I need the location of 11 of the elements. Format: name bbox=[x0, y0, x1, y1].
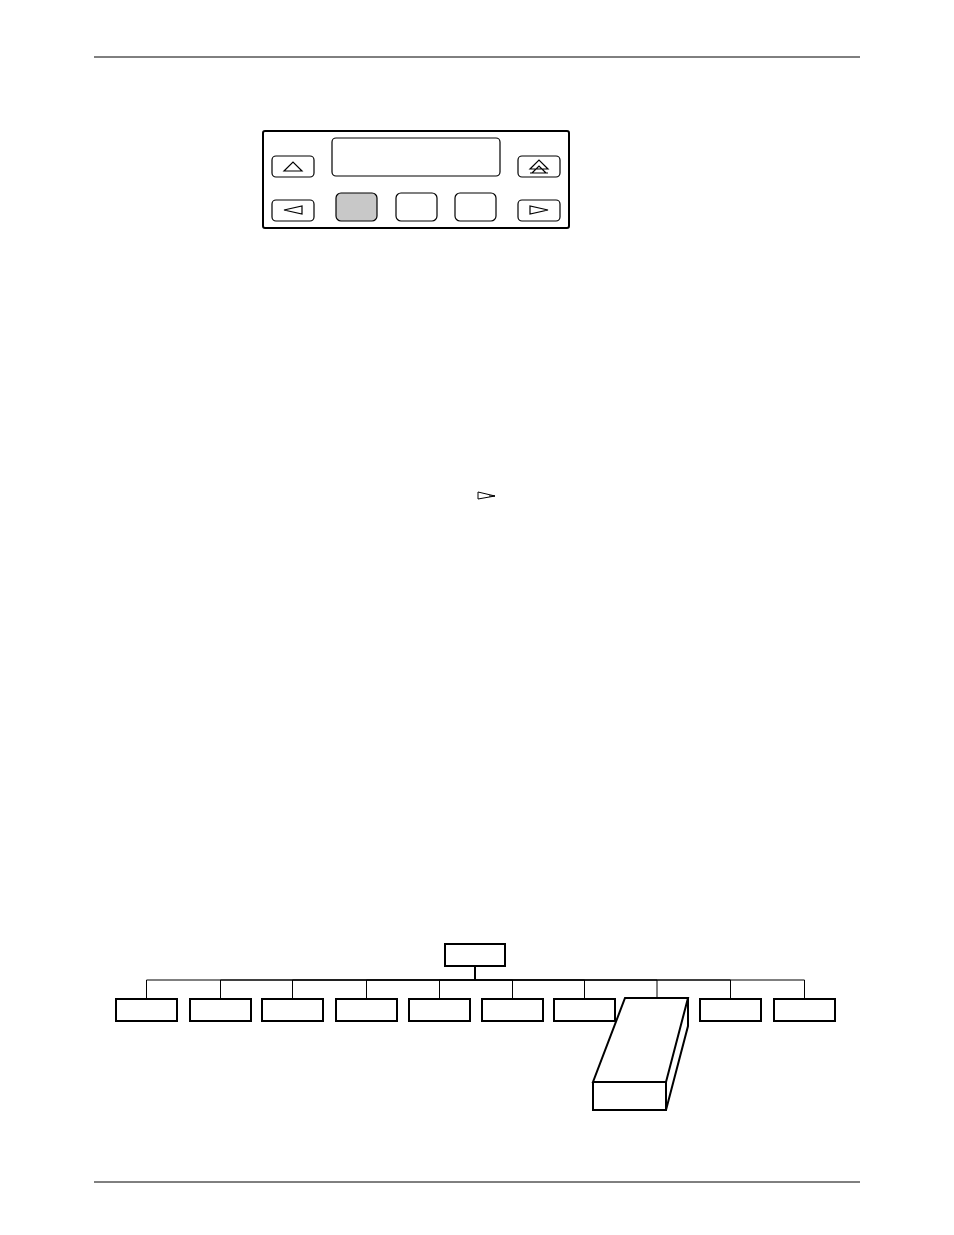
tree-box bbox=[553, 998, 616, 1022]
tree-box bbox=[481, 998, 544, 1022]
tree-box bbox=[773, 998, 836, 1022]
tree-box bbox=[444, 943, 506, 967]
tree-box bbox=[115, 998, 178, 1022]
tree-box bbox=[408, 998, 471, 1022]
extruded-box bbox=[592, 997, 690, 1111]
tree-box bbox=[699, 998, 762, 1022]
tree-box bbox=[335, 998, 398, 1022]
tree-box bbox=[261, 998, 324, 1022]
tree-box bbox=[189, 998, 252, 1022]
